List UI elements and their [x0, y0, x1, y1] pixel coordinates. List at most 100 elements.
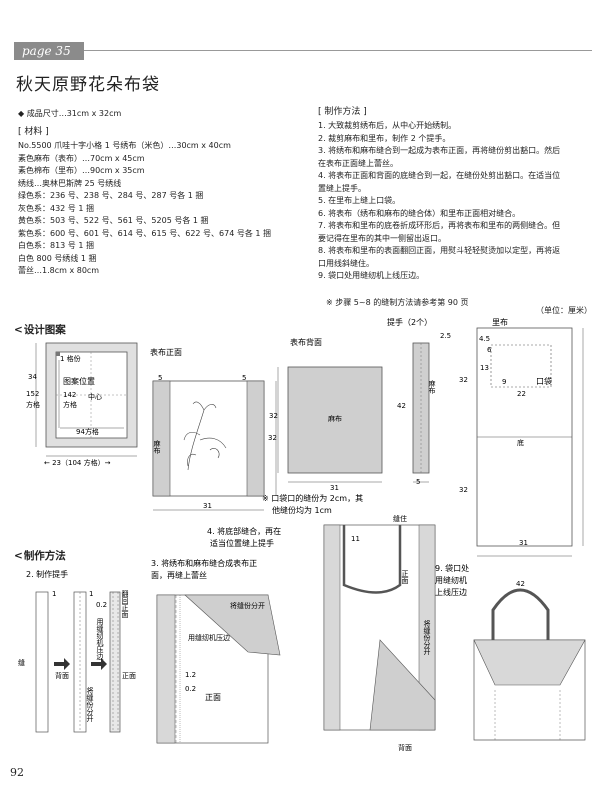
handle-width-small: 2.5 [440, 332, 451, 340]
materials-list: No.5500 爪哇十字小格 1 号绣布（米色）…30cm x 40cm 素色麻… [18, 140, 271, 278]
finished-size: ◆ 成品尺寸…31cm x 32cm [18, 109, 122, 118]
method-line: 6. 将表布（绣布和麻布的缝合体）和里布正面相对缝合。 [318, 208, 521, 218]
front-margin-left: 5 [158, 374, 162, 382]
materials-line: 蕾丝…1.8cm x 80cm [18, 266, 100, 275]
front-margin-right: 5 [242, 374, 246, 382]
materials-line: 灰色系：432 号 1 捆 [18, 203, 94, 213]
step9-line3: 上线压边 [435, 587, 467, 597]
lining-label: 里布 [492, 317, 508, 327]
method-line: 3. 将绣布和麻布缝合到一起成为表布正面，再将缝份剪出豁口。然后 [318, 146, 561, 155]
method-note: ※ 步骤 5~8 的缝制方法请参考第 90 页 [326, 298, 469, 307]
back-linen-label: 麻布 [328, 414, 342, 423]
step2-front-label: 正面 [122, 672, 136, 680]
method-line: 5. 在里布上缝上口袋。 [318, 196, 401, 205]
design-heading: 设计图案 [14, 322, 66, 337]
method-line: 要记得在里布的其中一侧留出返口。 [318, 233, 446, 243]
n34-label: 34 [28, 373, 37, 381]
center-label: 中心 [88, 392, 102, 401]
materials-line: 素色麻布（表布）…70cm x 45cm [18, 153, 145, 163]
method-heading: [ 制作方法 ] [318, 107, 367, 117]
method-line: 1. 大致裁剪绣布后，从中心开始绣制。 [318, 121, 457, 130]
materials-line: 素色棉布（里布）…90cm x 35cm [18, 166, 145, 175]
back-panel-diagram: 表布背面 麻布 32 31 [269, 337, 383, 492]
fangge-left-label: 方格 [26, 400, 40, 409]
unit-label: （单位：厘米） [536, 306, 592, 315]
step4-back-label: 背面 [398, 743, 412, 752]
handle-linen-label: 麻布 [428, 379, 436, 395]
step9-line2: 用缝纫机 [435, 575, 467, 585]
step9-42: 42 [516, 580, 525, 588]
method-line: 口用线斜缝住。 [318, 258, 374, 268]
materials-line: 黄色系：503 号、522 号、561 号、5205 号各 1 捆 [18, 216, 209, 225]
method-line: 7. 将表布和里布的底卷折成环形后，再将表布和里布的两侧缝合。但 [318, 221, 561, 230]
method-line: 9. 袋口处用缝纫机上线压边。 [318, 271, 425, 280]
lining-bottom-label: 底 [517, 438, 524, 447]
step2-one-a: 1 [52, 590, 56, 598]
back-width: 31 [330, 484, 339, 492]
method-list: 1. 大致裁剪绣布后，从中心开始绣制。 2. 裁剪麻布和里布，制作 2 个提手。… [318, 120, 560, 283]
header-rule [84, 50, 592, 51]
step4-front-label: 正面 [401, 570, 409, 585]
step4-open-label: 将缝份分开 [423, 619, 431, 656]
step2-fold-label: 翻回正面 [121, 589, 129, 619]
method-line: 4. 将表布正面和背面的底缝合到一起，在缝份处剪出豁口。在适当位 [318, 171, 561, 180]
step3-12: 1.2 [185, 671, 196, 679]
back-height: 32 [269, 412, 278, 420]
pocket-note-line2: 他缝份均为 1cm [272, 505, 332, 515]
materials-line: 白色 800 号绣线 1 捆 [18, 253, 97, 263]
n23-label: ← 23（104 方格）→ [44, 458, 111, 467]
method-line: 8. 将表布和里布的表面翻回正面，用熨斗轻轻熨烫加以定型，再将返 [318, 246, 561, 255]
step9-diagram: 9. 袋口处 用缝纫机 上线压边 42 [435, 563, 586, 741]
steps-heading: 制作方法 [14, 548, 66, 563]
lining-n45: 4.5 [479, 335, 490, 343]
lining-width: 31 [519, 539, 528, 547]
page-tag: page 35 [14, 42, 84, 60]
step3-machine-label: 用缝纫机压边 [188, 633, 230, 642]
front-panel-diagram: 表布正面 5 5 32 31 麻布 [150, 347, 277, 511]
step4-seam-label: 缝住 [393, 514, 407, 523]
materials-line: 绣线…奥林巴斯牌 25 号绣线 [18, 178, 122, 188]
lining-n6: 6 [487, 346, 492, 354]
step2-label: 2. 制作提手 [26, 569, 68, 579]
step2-seam-label: 缝 [18, 658, 25, 667]
step2-machine-label: 用缝纫机压边 [96, 618, 104, 661]
step3-diagram: 3. 将绣布和麻布缝合成表布正 面，再缝上蕾丝 将缝份分开 用缝纫机压边 1.2… [151, 558, 281, 744]
step4-11: 11 [351, 535, 360, 543]
step3-line2: 面，再缝上蕾丝 [151, 570, 207, 580]
front-label: 表布正面 [150, 347, 182, 357]
step2-back-label: 背面 [55, 671, 69, 680]
handle-width: 5 [416, 478, 420, 486]
step2-one-b: 1 [89, 590, 93, 598]
design-pattern-diagram: 1 格份 图案位置 142 方格 中心 94方格 34 152 方格 ← 23（… [26, 342, 138, 467]
step4-diagram: 4. 将底部缝合，再在 适当位置缝上提手 缝住 11 正面 将缝份分开 背面 [207, 514, 436, 752]
materials-line: 紫色系：600 号、601 号、614 号、615 号、622 号、674 号各… [18, 228, 272, 238]
step2-02: 0.2 [96, 601, 107, 609]
front-linen-label: 麻布 [153, 439, 161, 455]
lining-height-bottom: 32 [459, 486, 468, 494]
lining-diagram: 里布 4.5 6 13 9 22 口袋 32 32 31 底 [459, 317, 584, 557]
step3-02: 0.2 [185, 685, 196, 693]
materials-line: No.5500 爪哇十字小格 1 号绣布（米色）…30cm x 40cm [18, 141, 231, 150]
step4-line2: 适当位置缝上提手 [210, 538, 274, 548]
handle-height: 42 [397, 402, 406, 410]
step9-line1: 9. 袋口处 [435, 563, 469, 573]
n94-label: 94方格 [76, 427, 99, 436]
pattern-position-label: 图案位置 [63, 376, 95, 386]
page-number: 92 [10, 766, 24, 779]
pocket-note-line1: ※ 口袋口的缝份为 2cm，其 [262, 493, 363, 503]
step2-diagram: 2. 制作提手 1 1 翻回正面 0.2 用缝纫机压边 正面 缝 背面 将缝份分… [18, 569, 136, 733]
back-label: 表布背面 [290, 337, 322, 347]
front-width: 31 [203, 502, 212, 510]
step4-line1: 4. 将底部缝合，再在 [207, 526, 281, 536]
fangge-label: 方格 [63, 400, 77, 409]
method-line: 置缝上提手。 [318, 183, 366, 193]
lining-n9: 9 [502, 378, 506, 386]
step2-open-label: 将缝份分开 [86, 686, 94, 723]
materials-line: 白色系：813 号 1 捆 [18, 241, 94, 250]
lining-n22: 22 [517, 390, 526, 398]
method-line: 在表布正面缝上蕾丝。 [318, 158, 398, 168]
handle-diagram: 提手（2个） 2.5 42 5 麻布 [387, 317, 451, 486]
handle-label: 提手（2个） [387, 317, 432, 327]
pocket-label: 口袋 [536, 376, 552, 386]
